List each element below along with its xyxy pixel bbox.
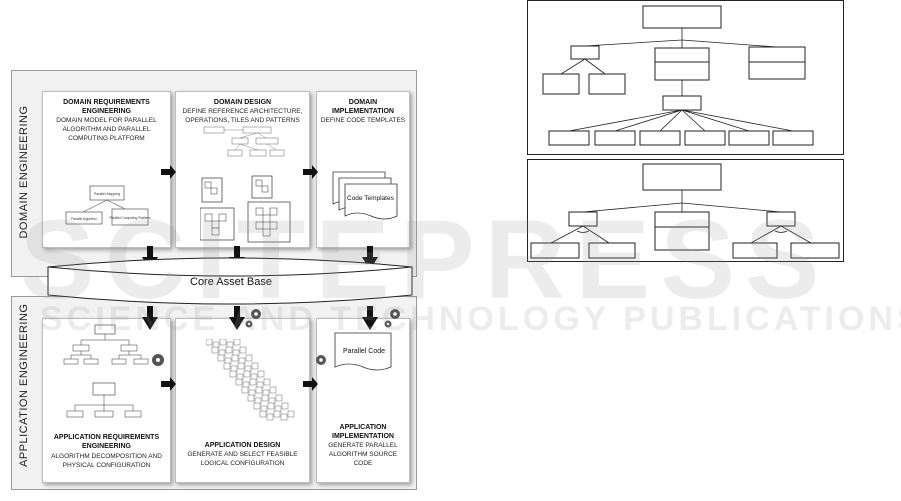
grid-cell	[231, 354, 239, 362]
grid-cell	[217, 354, 225, 362]
grid-cell	[269, 386, 277, 394]
application-implementation-box: Parallel Code APPLICATION IMPLEMENTATION…	[316, 318, 410, 483]
mini-right-label: Parallel Computing Platform	[109, 216, 150, 220]
grid-cell	[233, 339, 241, 346]
grid-cell	[267, 402, 275, 410]
grid-cell	[219, 339, 227, 346]
grid-cell	[229, 370, 237, 378]
grid-cell	[237, 362, 245, 370]
code-templates-document-stack	[332, 171, 398, 220]
arrow-req-to-design	[161, 165, 176, 179]
domain-implementation-box: DOMAIN IMPLEMENTATION DEFINE CODE TEMPLA…	[316, 91, 410, 248]
grid-cell	[281, 402, 289, 410]
grid-cell	[243, 370, 251, 378]
grid-cell	[223, 362, 231, 370]
domain-requirements-title: DOMAIN REQUIREMENTS ENGINEERING	[63, 99, 150, 115]
arrow-domain-req-down	[142, 246, 158, 270]
feature-tree-bottom	[527, 159, 844, 262]
grid-cell	[261, 394, 269, 402]
domain-design-title: DOMAIN DESIGN	[213, 99, 272, 106]
arrow-app-req-to-design	[161, 377, 176, 391]
grid-cell	[239, 346, 247, 354]
tiles-patterns-illustration	[200, 175, 291, 243]
grid-cell	[206, 339, 213, 346]
application-requirements-box: APPLICATION REQUIREMENTS ENGINEERING ALG…	[42, 318, 171, 483]
grid-cell	[251, 362, 259, 370]
grid-cell	[287, 410, 295, 418]
parallel-code-document	[334, 332, 392, 371]
grid-cell	[273, 410, 281, 418]
grid-cell	[263, 378, 271, 386]
reference-architecture-diagram	[203, 126, 285, 157]
domain-design-box: DOMAIN DESIGN DEFINE REFERENCE ARCHITECT…	[175, 91, 310, 248]
arrow-app-design-down	[229, 306, 245, 330]
domain-requirements-desc: DOMAIN MODEL FOR PARALLEL ALGORITHM AND …	[56, 117, 157, 142]
algorithm-decomposition-tree	[63, 324, 149, 418]
grid-cell	[255, 386, 263, 394]
arrow-domain-impl-down	[362, 246, 378, 270]
application-implementation-desc: GENERATE PARALLEL ALGORITHM SOURCE CODE	[328, 442, 398, 467]
watermark-subtitle: SCIENCE AND TECHNOLOGY PUBLICATIONS	[40, 300, 901, 338]
gear-icon	[152, 309, 400, 366]
domain-implementation-desc: DEFINE CODE TEMPLATES	[320, 117, 406, 124]
application-requirements-title: APPLICATION REQUIREMENTS ENGINEERING	[53, 434, 160, 450]
application-design-title: APPLICATION DESIGN	[204, 442, 281, 449]
grid-cell	[253, 402, 261, 410]
code-templates-label: Code Templates	[347, 195, 394, 202]
grid-cell	[245, 354, 253, 362]
mini-left-label: Parallel Algorithm	[71, 217, 97, 221]
core-asset-base-cylinder	[47, 257, 413, 305]
grid-cell	[225, 346, 233, 354]
application-design-desc: GENERATE AND SELECT FEASIBLE LOGICAL CON…	[187, 451, 298, 467]
grid-cell	[280, 413, 288, 421]
domain-implementation-title: DOMAIN IMPLEMENTATION	[332, 99, 394, 115]
application-requirements-desc: ALGORITHM DECOMPOSITION AND PHYSICAL CON…	[51, 453, 162, 469]
grid-cell	[266, 413, 274, 421]
grid-cell	[241, 386, 249, 394]
domain-requirements-box: DOMAIN REQUIREMENTS ENGINEERING DOMAIN M…	[42, 91, 171, 248]
grid-cell	[235, 378, 243, 386]
domain-model-mini-diagram: Parallel Mapping Parallel Algorithm Para…	[65, 185, 151, 226]
mini-root-label: Parallel Mapping	[94, 192, 120, 196]
arrow-app-req-down	[142, 306, 158, 330]
feature-tree-top	[527, 0, 844, 155]
core-asset-base-label: Core Asset Base	[190, 276, 272, 288]
grid-cell	[259, 410, 267, 418]
application-implementation-title: APPLICATION IMPLEMENTATION	[332, 424, 394, 440]
arrow-app-design-to-impl	[303, 377, 318, 391]
application-design-box: APPLICATION DESIGN GENERATE AND SELECT F…	[175, 318, 310, 483]
domain-design-desc: DEFINE REFERENCE ARCHITECTURE, OPERATION…	[182, 108, 303, 124]
arrow-design-to-impl	[303, 165, 318, 179]
grid-cell	[247, 394, 255, 402]
logical-configuration-grid	[206, 339, 295, 421]
arrow-app-impl-down	[362, 306, 378, 330]
grid-cell	[275, 394, 283, 402]
parallel-code-label: Parallel Code	[343, 348, 386, 355]
watermark-title: SCITEPRESS	[20, 197, 830, 322]
grid-cell	[211, 346, 219, 354]
grid-cell	[257, 370, 265, 378]
grid-cell	[249, 378, 257, 386]
